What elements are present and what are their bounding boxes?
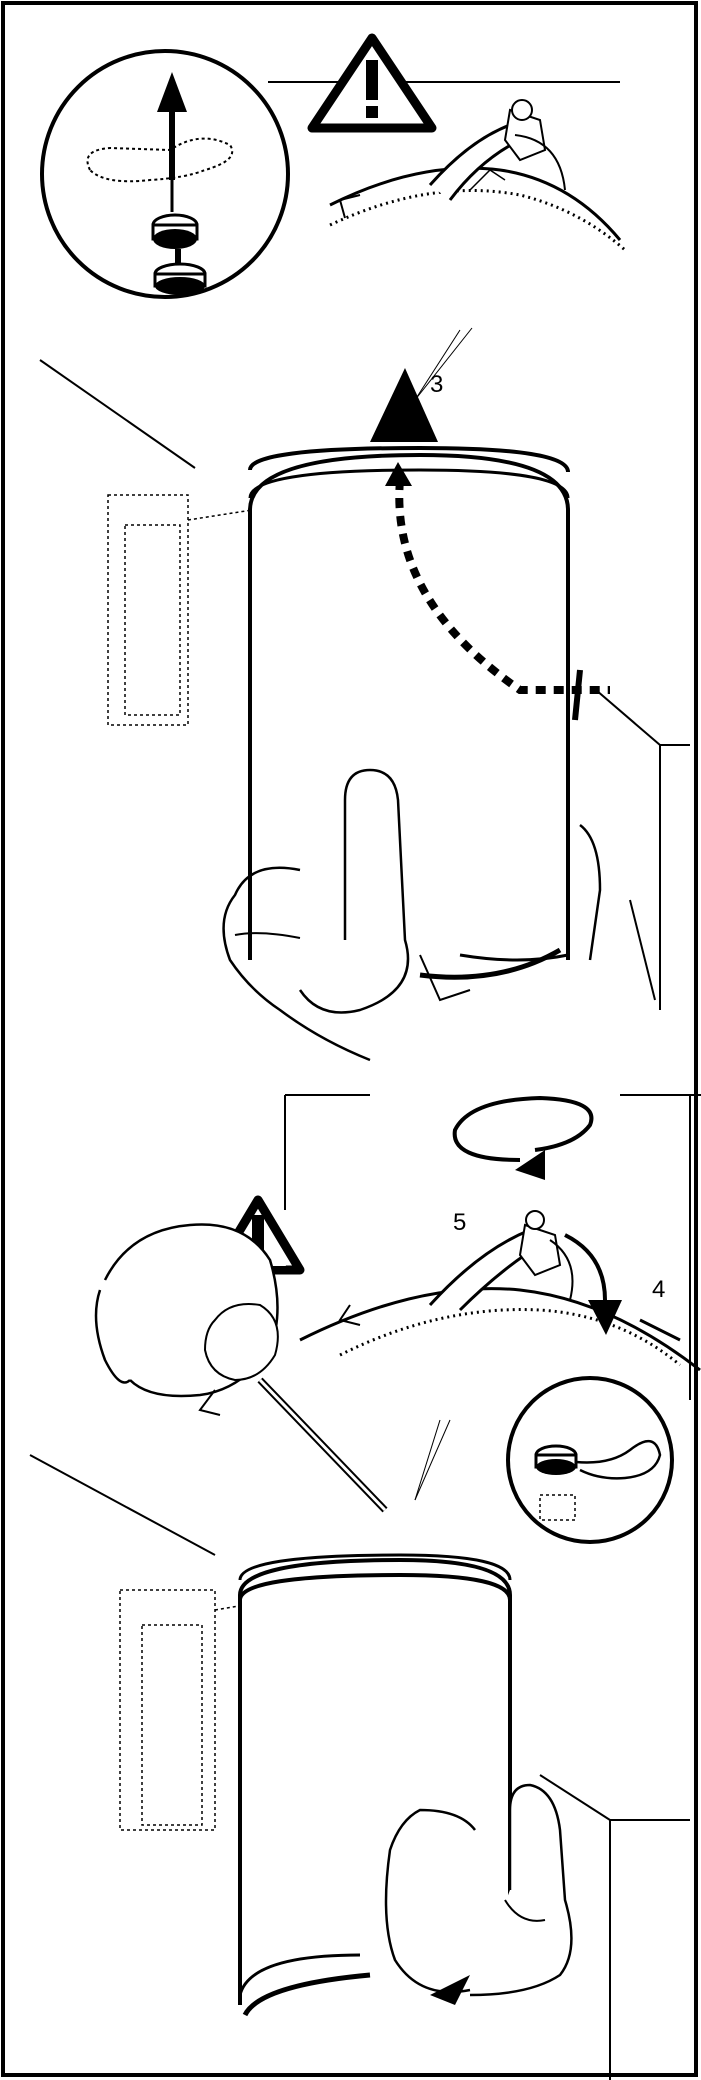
step-label-5: 5 — [453, 1209, 466, 1236]
warning-triangle-icon — [268, 38, 620, 128]
wall-bracket — [108, 495, 252, 725]
step-label-3: 3 — [430, 371, 443, 398]
clamp-detail-bottom — [300, 1211, 700, 1370]
rotate-arrow-5 — [455, 1098, 592, 1180]
drum-cylinder — [250, 448, 568, 1000]
panel-bottom: 5 4 — [30, 1095, 701, 2080]
down-arrow-4 — [565, 1235, 622, 1335]
step-label-4: 4 — [652, 1276, 665, 1303]
spring-clip-clip-icon — [508, 1378, 672, 1542]
spring-clip-lift-icon — [42, 51, 288, 297]
wall-bracket-bottom — [120, 1590, 245, 1830]
hand-with-screwdriver-icon — [96, 1224, 385, 1510]
panel-top: 3 — [40, 38, 690, 1060]
